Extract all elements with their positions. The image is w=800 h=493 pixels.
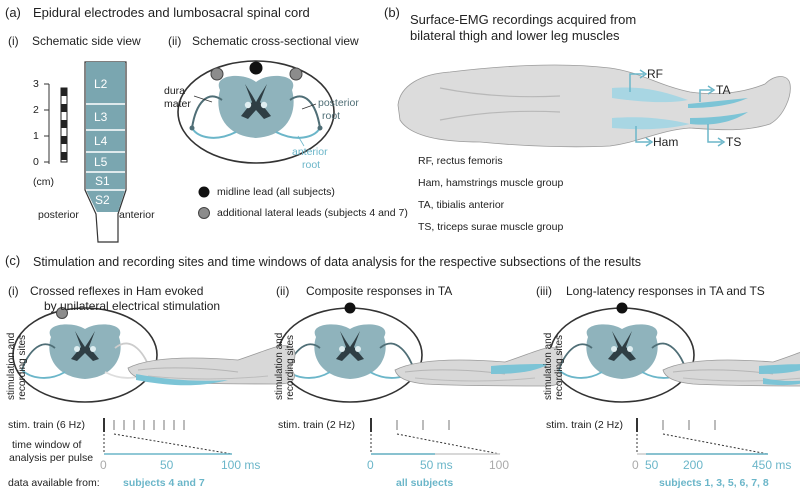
c-i-title-1: Crossed reflexes in Ham evoked <box>30 284 204 298</box>
c-iii-tick-200: 200 <box>683 458 704 472</box>
timing-iii <box>636 418 769 455</box>
panel-b-title-1: Surface-EMG recordings acquired from <box>410 12 637 27</box>
side-label-line2: recording sites <box>554 334 565 400</box>
label-posterior: posterior <box>38 209 79 221</box>
cross-section-i <box>12 307 158 403</box>
label-anterior-root-1: anterior <box>292 146 328 158</box>
label-anterior-root-2: root <box>302 159 321 171</box>
c-ii-train: stim. train (2 Hz) <box>278 419 356 431</box>
muscle-ta: TA <box>716 83 731 97</box>
panel-b-title-2: bilateral thigh and lower leg muscles <box>410 28 620 43</box>
c-iii-tick-50: 50 <box>645 458 659 472</box>
segment-s2: S2 <box>95 193 110 207</box>
c-ii-subjects: all subjects <box>396 477 454 489</box>
c-i-num: (i) <box>8 284 19 298</box>
panel-a-i-num: (i) <box>8 34 19 48</box>
leg-c-i <box>127 345 296 386</box>
leg-c-iii <box>662 347 800 387</box>
data-available-label: data available from: <box>8 477 100 489</box>
muscle-ts: TS <box>726 135 742 149</box>
abbrev-ts: TS, triceps surae muscle group <box>418 221 564 233</box>
segment-s1: S1 <box>95 174 110 188</box>
legend-lateral-dot <box>198 207 210 219</box>
side-label-line1: stimulation and <box>543 332 554 400</box>
scale-tick-3: 3 <box>33 78 39 90</box>
scale-tick-2: 2 <box>33 104 39 116</box>
c-ii-tick-100: 100 <box>489 458 510 472</box>
muscle-ham: Ham <box>653 135 679 149</box>
side-label-line2: recording sites <box>285 334 296 400</box>
panel-a-ii-num: (ii) <box>168 34 182 48</box>
c-i-tick-50: 50 <box>160 458 174 472</box>
timing-ii <box>370 418 501 455</box>
c-iii-tick-0: 0 <box>632 458 639 472</box>
panel-a-ii-title: Schematic cross-sectional view <box>192 34 359 48</box>
timing-i <box>103 418 233 455</box>
c-i-title-2: by unilateral electrical stimulation <box>44 299 221 313</box>
lateral-lead-right <box>289 67 303 81</box>
c-iii-train: stim. train (2 Hz) <box>546 419 624 431</box>
legend-midline-dot <box>198 186 210 198</box>
lead-c-iii <box>616 302 628 314</box>
label-mater: mater <box>164 98 191 110</box>
c-ii-title-1: Composite responses in TA <box>306 284 453 298</box>
side-label-line1: stimulation and <box>6 332 17 400</box>
window-label-1: time window of <box>12 439 82 451</box>
legend-midline-text: midline lead (all subjects) <box>217 186 335 198</box>
segment-l3: L3 <box>94 110 108 124</box>
cross-section-iii <box>549 307 695 403</box>
abbrev-ham: Ham, hamstrings muscle group <box>418 177 564 189</box>
leg-c-ii <box>394 347 563 387</box>
c-ii-num: (ii) <box>276 284 290 298</box>
scale-unit: (cm) <box>33 176 54 188</box>
label-anterior: anterior <box>119 209 155 221</box>
muscle-rf: RF <box>647 67 663 81</box>
panel-a-title: Epidural electrodes and lumbosacral spin… <box>33 5 310 20</box>
lateral-lead-left <box>210 67 224 81</box>
scale-tick-1: 1 <box>33 130 39 142</box>
c-i-train: stim. train (6 Hz) <box>8 419 86 431</box>
c-iii-subjects: subjects 1, 3, 5, 6, 7, 8 <box>659 477 769 489</box>
spinal-cord-side-view <box>84 61 127 243</box>
segment-l2: L2 <box>94 77 108 91</box>
body-figure <box>397 64 791 148</box>
c-ii-tick-0: 0 <box>367 458 374 472</box>
midline-lead <box>249 61 263 75</box>
c-i-tick-0: 0 <box>100 458 107 472</box>
segment-l4: L4 <box>94 134 108 148</box>
c-iii-title-1: Long-latency responses in TA and TS <box>566 284 765 298</box>
c-i-tick-100: 100 ms <box>221 458 261 472</box>
c-iii-num: (iii) <box>536 284 552 298</box>
window-label-2: analysis per pulse <box>9 452 94 464</box>
scale-tick-0: 0 <box>33 156 39 168</box>
panel-b-letter: (b) <box>384 5 400 20</box>
label-dura: dura <box>164 85 186 97</box>
c-i-subjects: subjects 4 and 7 <box>123 477 205 489</box>
side-label-line2: recording sites <box>17 334 28 400</box>
panel-c-title: Stimulation and recording sites and time… <box>33 255 641 269</box>
label-posterior-root-2: root <box>322 110 341 122</box>
label-posterior-root-1: posterior <box>318 97 359 109</box>
cross-section-large <box>177 60 335 164</box>
muscle-arrows <box>629 69 726 147</box>
c-iii-tick-450: 450 ms <box>752 458 792 472</box>
panel-c-letter: (c) <box>5 253 21 268</box>
side-label-line1: stimulation and <box>274 332 285 400</box>
panel-a-letter: (a) <box>5 5 21 20</box>
segment-l5: L5 <box>94 155 108 169</box>
scale-bar <box>44 83 68 164</box>
c-ii-tick-50: 50 ms <box>420 458 453 472</box>
cross-section-ii <box>277 307 423 403</box>
panel-a-i-title: Schematic side view <box>32 34 141 48</box>
abbrev-ta: TA, tibialis anterior <box>418 199 505 211</box>
legend-lateral-text: additional lateral leads (subjects 4 and… <box>217 207 408 219</box>
lead-c-ii <box>344 302 356 314</box>
abbrev-rf: RF, rectus femoris <box>418 155 503 167</box>
lead-c-i <box>56 307 68 319</box>
